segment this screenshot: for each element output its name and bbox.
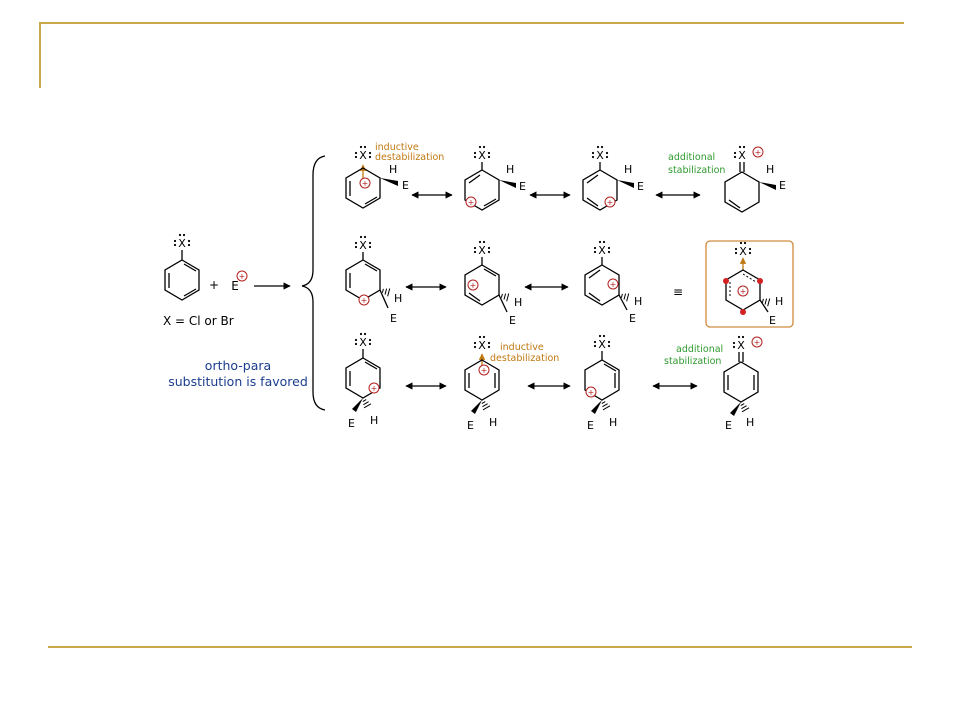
svg-text:H: H: [624, 163, 632, 176]
svg-text:E: E: [629, 312, 636, 325]
additional-note-row1-line1: additional: [668, 152, 715, 163]
svg-text:E: E: [587, 419, 594, 432]
slide-frame-left-rule: [39, 22, 41, 88]
svg-text:E: E: [519, 180, 526, 193]
additional-note-row3-line1: additional: [676, 344, 723, 355]
svg-text:E: E: [779, 179, 786, 192]
svg-text:H: H: [514, 296, 522, 309]
svg-text:H: H: [489, 416, 497, 429]
svg-text:E: E: [637, 180, 644, 193]
slide-frame-bottom-rule: [48, 646, 912, 648]
meta-structure-2: H E: [464, 240, 522, 327]
ortho-structure-1: H E: [345, 145, 409, 209]
meta-structure-3: H E: [584, 240, 642, 325]
svg-text:E: E: [467, 419, 474, 432]
conclusion-line-2: substitution is favored: [168, 374, 308, 389]
inductive-note-row3-line1: inductive: [500, 342, 544, 353]
svg-text:H: H: [370, 414, 378, 427]
para-structure-4: E H: [723, 335, 763, 432]
resonance-brace: [301, 155, 326, 411]
svg-text:E: E: [509, 314, 516, 327]
inductive-note-row1-line1: inductive: [375, 142, 419, 153]
svg-text:H: H: [746, 416, 754, 429]
svg-text:H: H: [634, 295, 642, 308]
svg-text:E: E: [390, 312, 397, 325]
para-structure-3: E H: [584, 334, 620, 432]
svg-text:H: H: [389, 163, 397, 176]
reactant-caption: X = Cl or Br: [163, 314, 234, 328]
additional-note-row1-line2: stabilization: [668, 165, 725, 176]
ortho-structure-3: H E: [582, 145, 644, 211]
svg-text:E: E: [348, 417, 355, 430]
svg-text:H: H: [394, 292, 402, 305]
halobenzene-reactant: [164, 233, 200, 301]
inductive-note-row1-line2: destabilization: [375, 152, 444, 163]
additional-note-row3-line2: stabilization: [664, 356, 721, 367]
reactant-plus-sign: +: [209, 278, 219, 292]
svg-text:H: H: [609, 416, 617, 429]
ortho-structure-4: H E: [724, 145, 786, 213]
resonance-hybrid-box: [705, 240, 794, 328]
electrophile-label: E: [231, 279, 239, 293]
ortho-structure-2: H E: [464, 145, 526, 211]
svg-text:E: E: [769, 314, 776, 327]
svg-text:E: E: [725, 419, 732, 432]
para-structure-1: E H: [345, 332, 381, 430]
meta-structure-1: H E: [345, 235, 402, 325]
svg-text:H: H: [506, 163, 514, 176]
equivalence-symbol: ≡: [673, 285, 683, 299]
svg-text:H: H: [766, 163, 774, 176]
inductive-note-row3-line2: destabilization: [490, 353, 559, 364]
slide-frame-top-rule: [40, 22, 904, 24]
resonance-hybrid-structure: H E: [723, 241, 783, 327]
svg-text:E: E: [402, 179, 409, 192]
conclusion-line-1: ortho-para: [205, 358, 271, 373]
svg-text:H: H: [775, 295, 783, 308]
para-structure-2: E H: [464, 335, 500, 432]
